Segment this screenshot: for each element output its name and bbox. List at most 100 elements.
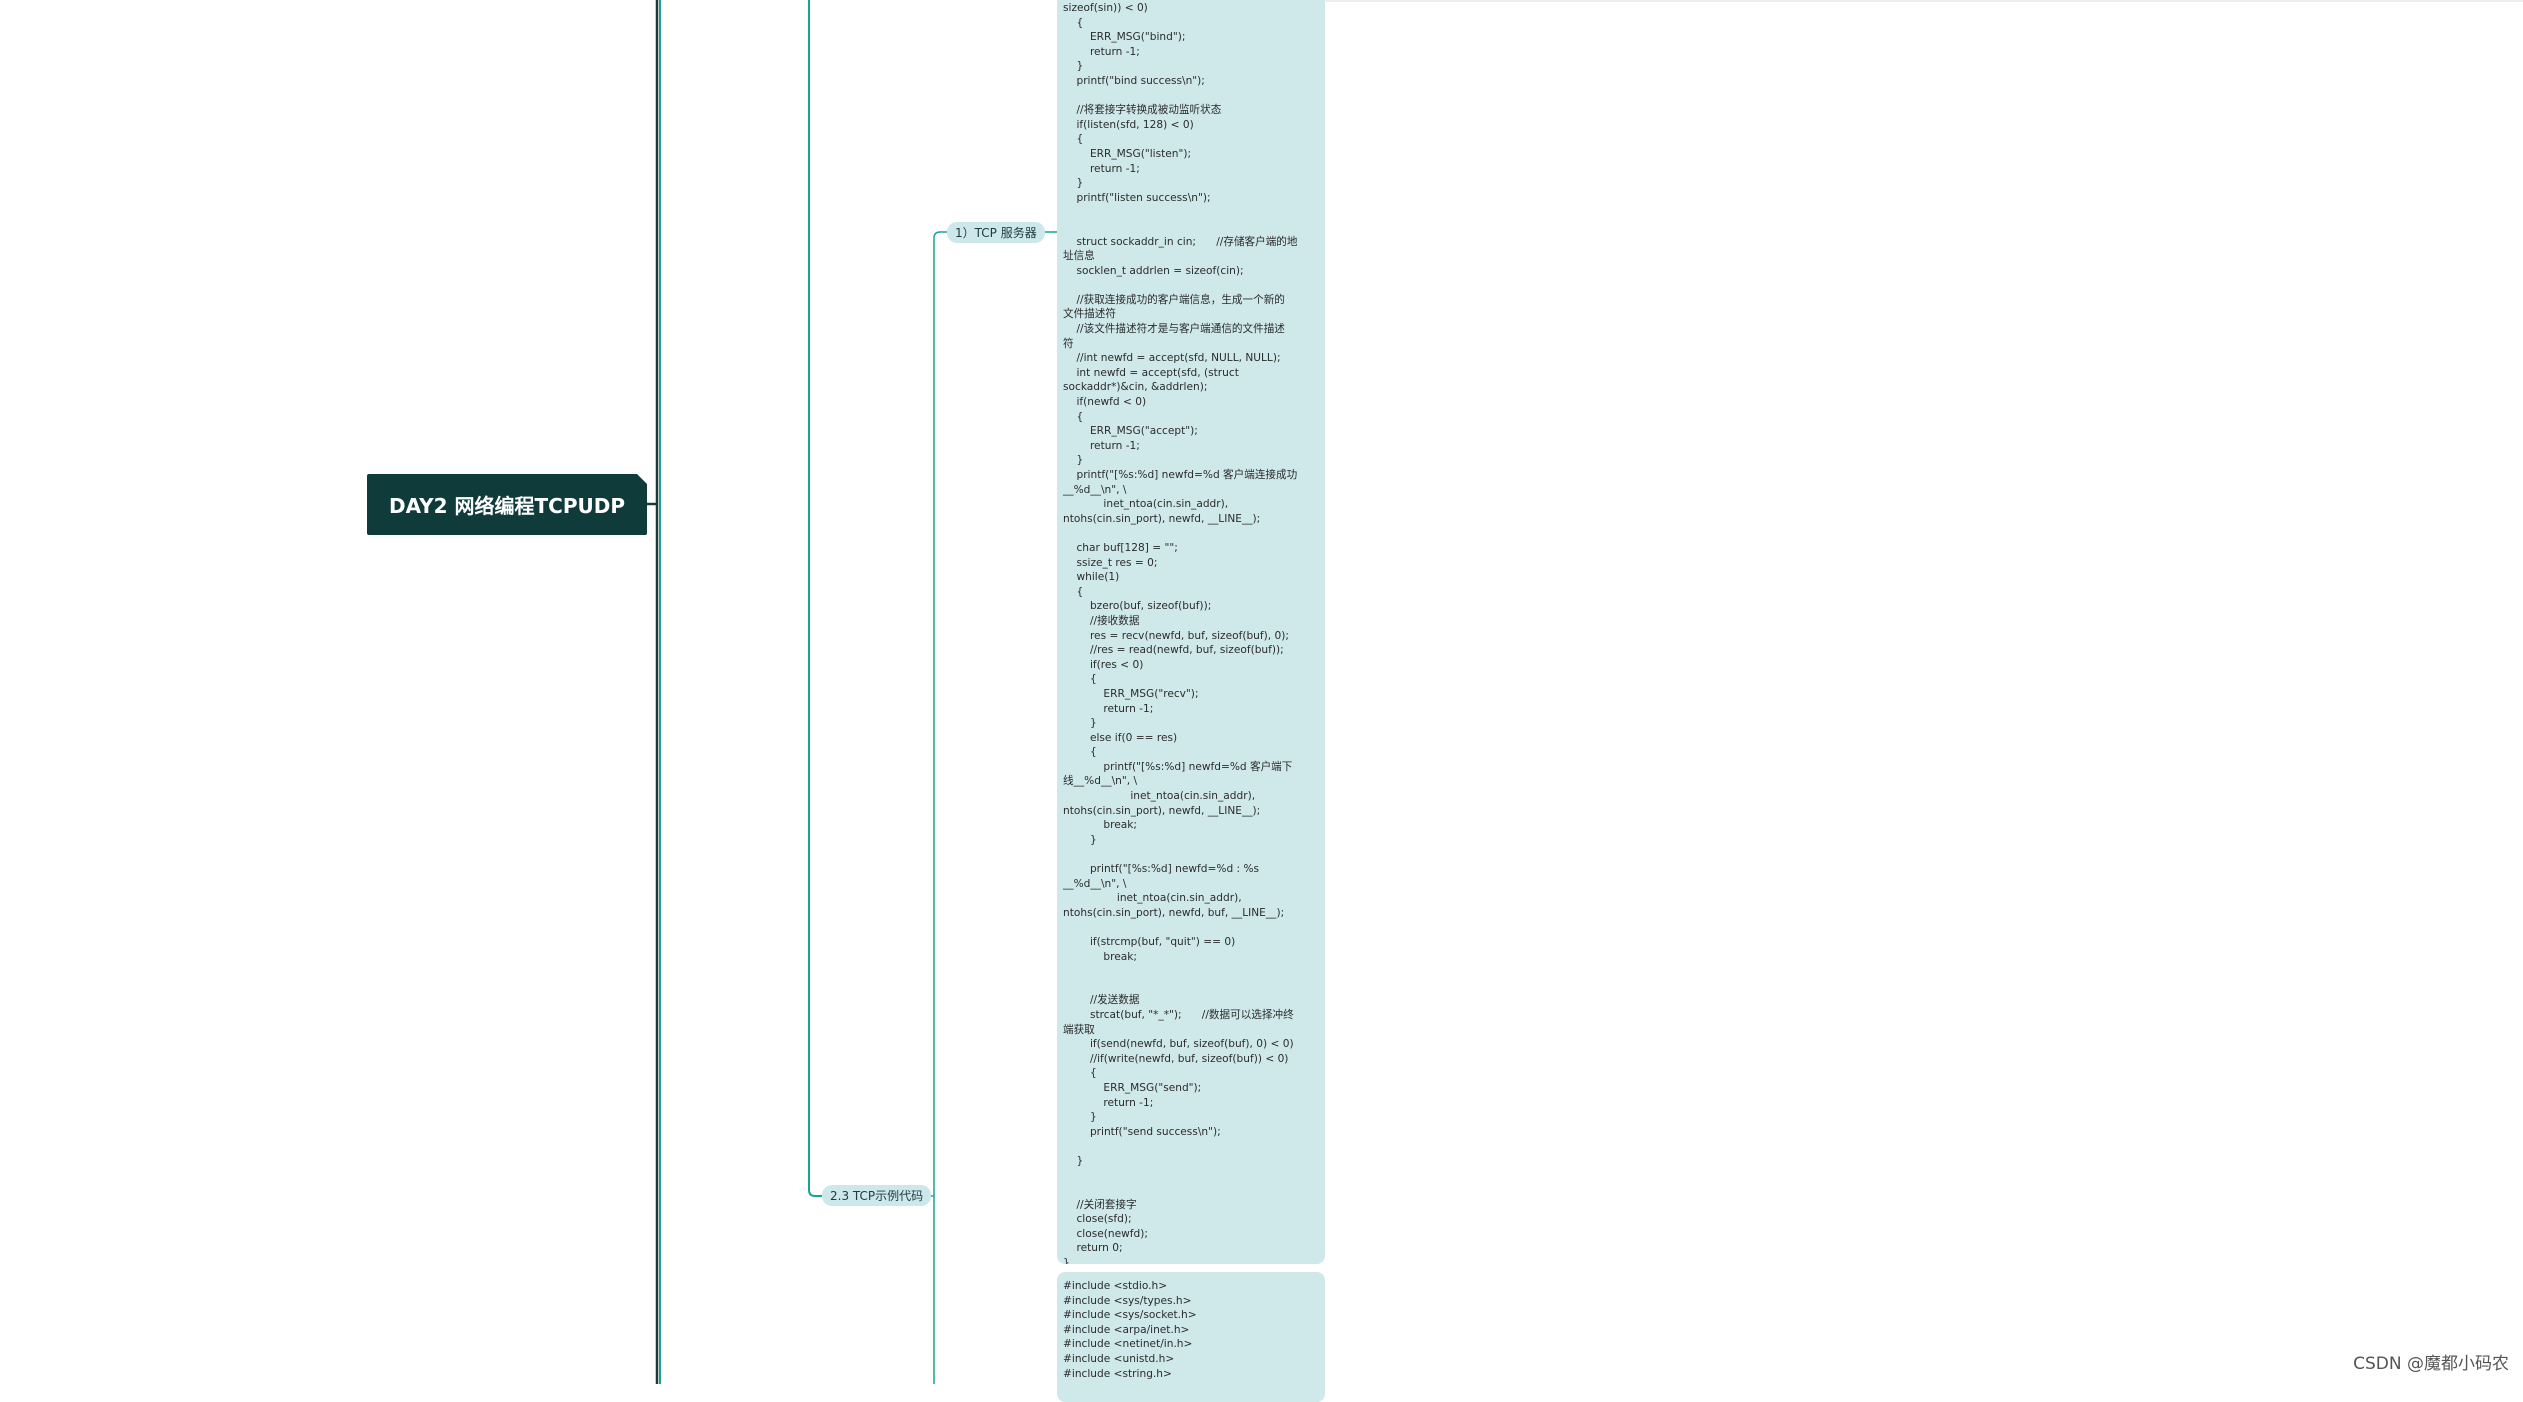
code-line: ntohs(cin.sin_port), newfd, __LINE__); <box>1063 804 1261 817</box>
code-line: return -1; <box>1063 45 1140 58</box>
code-line <box>1063 964 1319 979</box>
branch-2-3-line <box>808 0 824 1197</box>
code-line: ERR_MSG("accept"); <box>1063 425 1198 438</box>
code-line: printf("[%s:%d] newfd=%d 客户端下 <box>1063 760 1293 773</box>
code-line: } <box>1063 1257 1070 1264</box>
code-line: close(newfd); <box>1063 1227 1148 1240</box>
code-line: else if(0 == res) <box>1063 731 1178 744</box>
code-line: { <box>1063 1067 1097 1080</box>
code-line: return 0; <box>1063 1242 1123 1255</box>
code-line: sizeof(sin)) < 0) <box>1063 2 1148 14</box>
code-line: #include <netinet/in.h> <box>1063 1338 1193 1351</box>
code-line: #include <arpa/inet.h> <box>1063 1323 1190 1336</box>
code-block-client[interactable]: #include <stdio.h>#include <sys/types.h>… <box>1057 1272 1325 1402</box>
code-line: ERR_MSG("send"); <box>1063 1081 1202 1094</box>
root-corner-fold <box>636 473 648 485</box>
code-line: } <box>1063 60 1084 73</box>
code-line: inet_ntoa(cin.sin_addr), <box>1063 790 1256 803</box>
code-line: ERR_MSG("listen"); <box>1063 147 1192 160</box>
code-line: bzero(buf, sizeof(buf)); <box>1063 600 1212 613</box>
code-line: __%d__\n", \ <box>1063 877 1127 890</box>
code-line: } <box>1063 177 1084 190</box>
code-line: #include <unistd.h> <box>1063 1352 1175 1365</box>
code-line: //res = read(newfd, buf, sizeof(buf)); <box>1063 644 1284 657</box>
code-line <box>1063 1139 1319 1154</box>
code-line: 符 <box>1063 337 1074 350</box>
code-line: //关闭套接字 <box>1063 1198 1137 1211</box>
root-node[interactable]: DAY2 网络编程TCPUDP <box>367 473 648 535</box>
code-line: close(sfd); <box>1063 1213 1132 1226</box>
code-line: if(res < 0) <box>1063 658 1144 671</box>
code-line: __%d__\n", \ <box>1063 483 1127 496</box>
code-line: //将套接字转换成被动监听状态 <box>1063 104 1222 117</box>
code-line: 线__%d__\n", \ <box>1063 775 1138 788</box>
code-line: { <box>1063 673 1097 686</box>
code-line: ntohs(cin.sin_port), newfd, buf, __LINE_… <box>1063 906 1285 919</box>
branch-tcp-server-label: 1）TCP 服务器 <box>955 226 1037 240</box>
code-line: socklen_t addrlen = sizeof(cin); <box>1063 264 1244 277</box>
code-block-server[interactable]: sizeof(sin)) < 0) { ERR_MSG("bind"); ret… <box>1057 0 1325 1264</box>
code-line: ERR_MSG("bind"); <box>1063 31 1186 44</box>
code-line <box>1063 1183 1319 1198</box>
code-line: return -1; <box>1063 439 1140 452</box>
root-label: DAY2 网络编程TCPUDP <box>388 494 625 518</box>
code-line: break; <box>1063 950 1137 963</box>
branch-tcp-example-label: 2.3 TCP示例代码 <box>830 1189 924 1203</box>
code-line: if(listen(sfd, 128) < 0) <box>1063 118 1194 131</box>
code-line: ERR_MSG("recv"); <box>1063 687 1199 700</box>
code-line: } <box>1063 1111 1097 1124</box>
code-line <box>1063 220 1319 235</box>
code-line: sockaddr*)&cin, &addrlen); <box>1063 381 1208 394</box>
watermark: CSDN @魔都小码农 <box>2353 1354 2509 1374</box>
code-line <box>1063 1169 1319 1184</box>
code-line: if(newfd < 0) <box>1063 396 1147 409</box>
code-line: { <box>1063 16 1084 29</box>
code-line: //获取连接成功的客户端信息，生成一个新的 <box>1063 293 1285 306</box>
code-line: } <box>1063 833 1097 846</box>
code-line: if(send(newfd, buf, sizeof(buf), 0) < 0) <box>1063 1038 1294 1051</box>
code-line: { <box>1063 410 1084 423</box>
branch-tcp-example[interactable]: 2.3 TCP示例代码 <box>822 1185 932 1206</box>
code-line: { <box>1063 133 1084 146</box>
code-line: struct sockaddr_in cin; //存储客户端的地 <box>1063 235 1298 248</box>
code-line: } <box>1063 454 1084 467</box>
code-line: inet_ntoa(cin.sin_addr), <box>1063 498 1229 511</box>
code-line <box>1063 920 1319 935</box>
code-line <box>1063 979 1319 994</box>
code-line: return -1; <box>1063 702 1154 715</box>
code-line: #include <stdio.h> <box>1063 1280 1168 1292</box>
code-line: break; <box>1063 819 1137 832</box>
code-line: printf("send success\n"); <box>1063 1125 1221 1138</box>
code-line: { <box>1063 746 1097 759</box>
code-line: //接收数据 <box>1063 614 1140 627</box>
code-line: //int newfd = accept(sfd, NULL, NULL); <box>1063 352 1281 365</box>
code-line <box>1063 847 1319 862</box>
code-line <box>1063 526 1319 541</box>
code-line: #include <sys/socket.h> <box>1063 1309 1197 1322</box>
code-line: ntohs(cin.sin_port), newfd, __LINE__); <box>1063 512 1261 525</box>
code-line <box>1063 89 1319 104</box>
code-line: { <box>1063 585 1084 598</box>
code-line: } <box>1063 1154 1084 1167</box>
code-line <box>1063 278 1319 293</box>
branch-tcp-server[interactable]: 1）TCP 服务器 <box>947 222 1045 243</box>
code-line: inet_ntoa(cin.sin_addr), <box>1063 892 1242 905</box>
code-line: return -1; <box>1063 1096 1154 1109</box>
code-line: #include <string.h> <box>1063 1367 1172 1380</box>
code-line: 址信息 <box>1063 250 1095 263</box>
branch-server-line <box>933 231 947 1384</box>
code-line <box>1063 205 1319 220</box>
code-line: //发送数据 <box>1063 994 1140 1007</box>
code-line: printf("[%s:%d] newfd=%d 客户端连接成功 <box>1063 469 1298 481</box>
code-line: 端获取 <box>1063 1023 1095 1036</box>
code-line: printf("listen success\n"); <box>1063 191 1211 204</box>
code-line: while(1) <box>1063 571 1120 584</box>
code-line: //if(write(newfd, buf, sizeof(buf)) < 0) <box>1063 1052 1289 1065</box>
code-line: //该文件描述符才是与客户端通信的文件描述 <box>1063 323 1285 336</box>
code-line: } <box>1063 717 1097 730</box>
code-line: 文件描述符 <box>1063 308 1116 321</box>
code-line: if(strcmp(buf, "quit") == 0) <box>1063 936 1236 948</box>
code-line: char buf[128] = ""; <box>1063 541 1178 554</box>
code-line: printf("[%s:%d] newfd=%d : %s <box>1063 863 1260 876</box>
code-line: res = recv(newfd, buf, sizeof(buf), 0); <box>1063 629 1289 642</box>
